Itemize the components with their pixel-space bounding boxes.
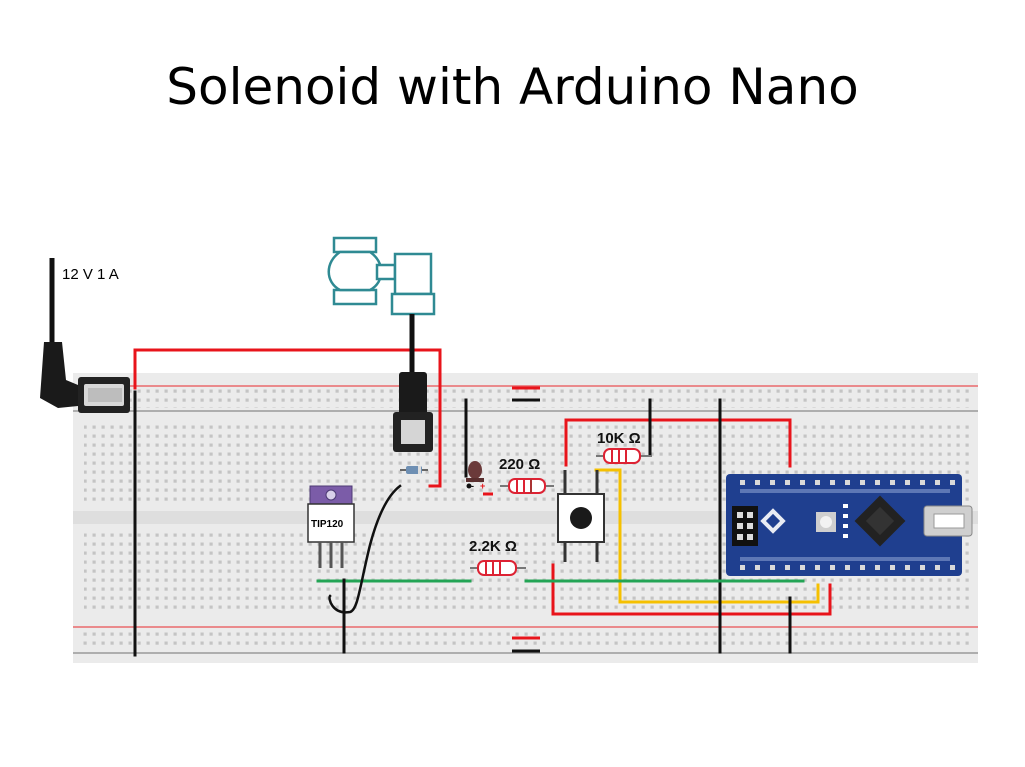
wire-diode-curve (328, 484, 402, 614)
transistor-tip120 (307, 485, 355, 568)
push-button-cap (570, 507, 592, 529)
bottom-power-rail (78, 630, 973, 650)
resistor-10k (596, 448, 652, 464)
power-supply-label: 12 V 1 A (62, 266, 119, 283)
led-dome (468, 461, 482, 479)
wires (133, 348, 832, 657)
flyback-diode (400, 466, 428, 474)
resistor-10k-label: 10K Ω (597, 430, 641, 447)
wire-yellow-signal (594, 468, 820, 604)
valve-stem (375, 263, 397, 281)
resistor-220-label: 220 Ω (499, 456, 540, 473)
solenoid-connector (393, 314, 433, 452)
wire-red-d2 (551, 563, 832, 616)
top-power-rail (78, 388, 973, 408)
power-plug (40, 342, 78, 408)
valve-body (327, 250, 383, 292)
resistor-220 (500, 478, 554, 494)
slide-title: Solenoid with Arduino Nano (166, 58, 859, 116)
valve-port-top (332, 236, 378, 254)
transistor-label: TIP120 (311, 519, 344, 530)
push-button (557, 470, 605, 562)
led-minus-mark: - (471, 481, 474, 491)
resistor-2k2 (470, 560, 526, 576)
led (466, 461, 493, 496)
arduino-nano (726, 474, 973, 576)
resistor-220-body (508, 478, 546, 494)
led-plus-mark: + (480, 481, 485, 491)
power-jack (40, 258, 130, 413)
valve-port-bottom (332, 288, 378, 306)
solenoid-plug (399, 372, 427, 416)
solenoid-coil (393, 252, 433, 296)
wire-red-button (564, 418, 792, 468)
resistor-2k2-label: 2.2K Ω (469, 538, 517, 555)
solenoid-cap (390, 292, 436, 316)
solenoid-valve (327, 236, 436, 316)
icsp-header (732, 506, 758, 546)
resistor-10k-body (603, 448, 641, 464)
resistor-2k2-body (477, 560, 517, 576)
wire-red-supply (133, 348, 442, 488)
